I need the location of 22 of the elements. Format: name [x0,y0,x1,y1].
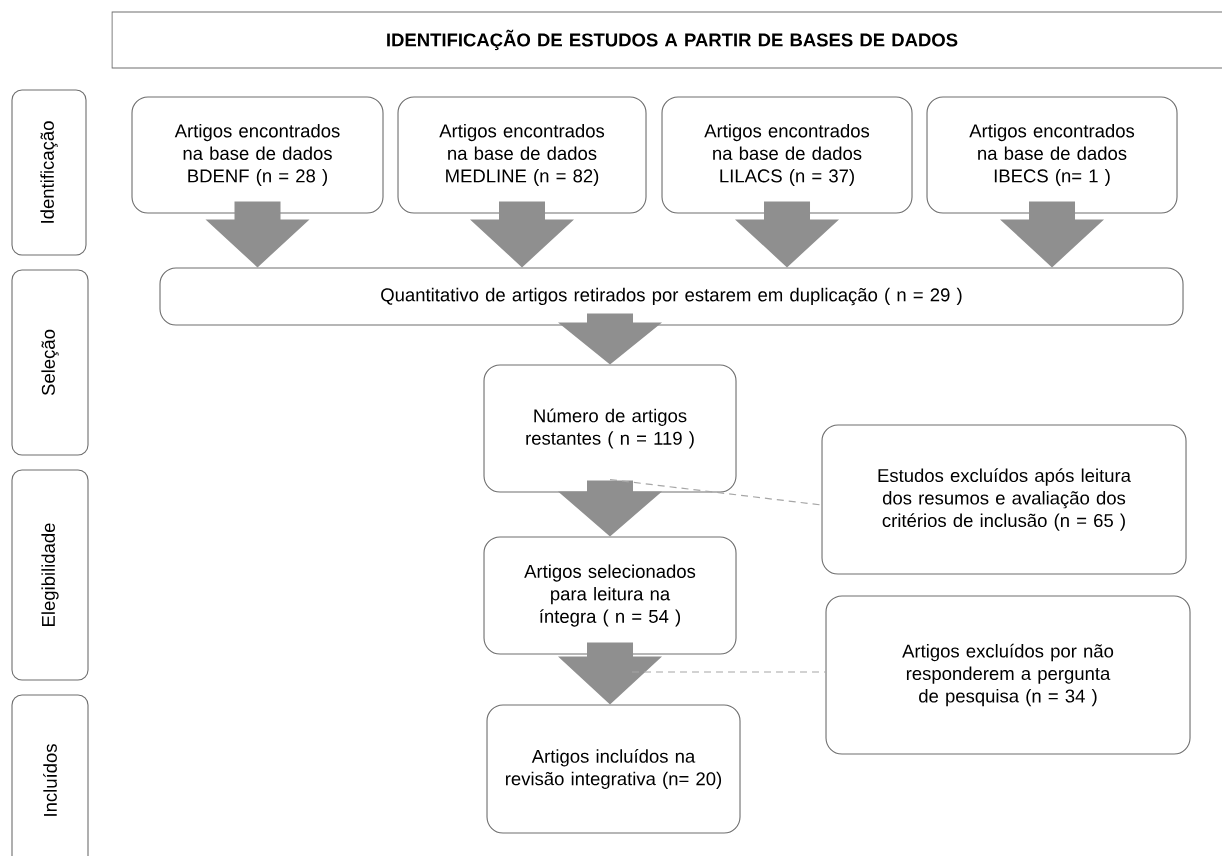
process-box: Artigos excluídos por não responderem a pergunta de pesquisa (n = 34 ) [825,595,1191,755]
block-arrow [735,201,839,268]
stage-label-box: Identificação [11,89,87,256]
process-box: Artigos encontrados na base de dados IBECS (n= 1 ) [926,96,1178,214]
stage-label-box: Elegibilidade [11,469,89,681]
process-box: Artigos incluídos na revisão integrativa (n= 20) [486,704,741,834]
title-banner: IDENTIFICAÇÃO DE ESTUDOS A PARTIR DE BASES DE DADOS [111,11,1222,69]
process-box: Artigos encontrados na base de dados BDENF (n = 28 ) [131,96,384,214]
stage-label-box: Incluídos [11,694,89,856]
stage-label-box: Seleção [11,269,89,456]
block-arrow [558,480,662,537]
block-arrow [470,201,574,268]
block-arrow [558,313,662,365]
block-arrow [205,201,310,268]
block-arrow [1000,201,1104,268]
block-arrow [558,642,662,705]
connector-line [631,671,827,673]
process-box: Artigos encontrados na base de dados LILACS (n = 37) [661,96,913,214]
process-box: Artigos encontrados na base de dados MEDLINE (n = 82) [397,96,647,214]
process-box: Estudos excluídos após leitura dos resumos e avaliação dos critérios de inclusão (n = 65 ) [821,424,1187,575]
process-box: Artigos selecionados para leitura na íntegra ( n = 54 ) [483,536,737,655]
process-box: Quantitativo de artigos retirados por estarem em duplicação ( n = 29 ) [159,267,1184,326]
